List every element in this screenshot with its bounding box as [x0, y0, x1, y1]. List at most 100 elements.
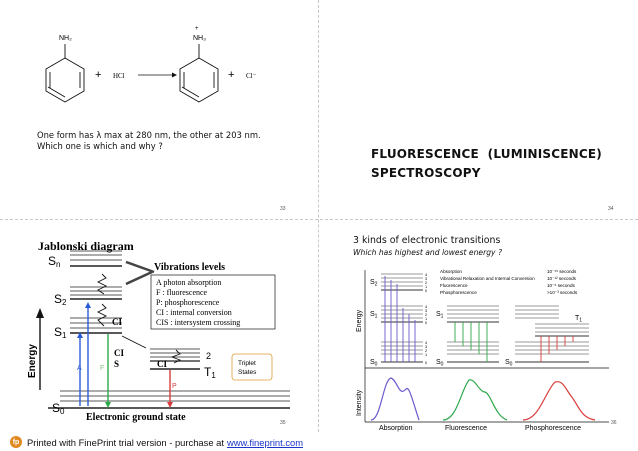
legend-item: CI : internal conversion	[156, 308, 232, 317]
page-number: 35	[280, 420, 286, 426]
fluorescence-arrow	[105, 334, 111, 408]
energy-axis-label: Energy	[27, 344, 38, 378]
slide-34: FLUORESCENCE (LUMINISCENCE) SPECTROSCOPY…	[319, 0, 638, 219]
svg-text:>10⁻³ seconds: >10⁻³ seconds	[547, 290, 578, 295]
singlet-levels	[48, 250, 290, 409]
ci-label-3: CI	[157, 359, 167, 369]
fineprint-link[interactable]: www.fineprint.com	[226, 436, 304, 448]
absorption-arrows	[77, 302, 91, 406]
caption-phosphorescence: Phosphorescence	[525, 425, 581, 432]
caption-absorption: Absorption	[379, 425, 413, 432]
svg-text:10⁻¹² seconds: 10⁻¹² seconds	[547, 276, 577, 281]
s1-label: S1	[54, 325, 67, 340]
phosphorescence-label: P	[172, 383, 177, 390]
phosphorescence-arrow	[167, 370, 173, 408]
title-line-2: SPECTROSCOPY	[371, 166, 481, 180]
t1-label: T1	[575, 315, 582, 324]
title-line-1: FLUORESCENCE (LUMINISCENCE)	[371, 147, 602, 161]
reaction-scheme: NH₂ + HCl + NH₃ + Cl⁻	[45, 26, 257, 103]
triplet-line-2: States	[238, 369, 257, 376]
amine-label: NH₂	[59, 35, 72, 42]
question-text: One form has λ max at 280 nm, the other …	[37, 130, 261, 152]
s0-label-2: S0	[436, 359, 444, 368]
heading-line: 3 kinds of electronic transitions	[353, 235, 501, 246]
energy-axis	[36, 308, 44, 390]
charge-sign: +	[195, 26, 199, 32]
ic-squiggle-1	[96, 273, 108, 295]
legend-item: P: phosphorescence	[156, 298, 220, 307]
svg-text:3: 3	[425, 309, 427, 313]
absorption-panel-levels	[381, 273, 423, 363]
fineprint-footer: fp Printed with FinePrint trial version …	[0, 433, 638, 451]
svg-text:4: 4	[425, 273, 427, 277]
subheading-line: Which has highest and lowest energy ?	[353, 248, 502, 257]
t2-label: 2	[206, 351, 211, 361]
phosphorescence-panel-levels	[515, 305, 589, 363]
diagram-title: Jablonski diagram	[38, 239, 134, 253]
absorption-label: A	[77, 365, 82, 372]
fluorescence-band	[442, 379, 508, 421]
fluorescence-label: F	[100, 365, 104, 372]
svg-text:2: 2	[425, 281, 427, 285]
absorption-arrows	[384, 276, 416, 362]
triplet-line-1: Triplet	[238, 360, 256, 367]
s2-label: S2	[54, 292, 67, 307]
triplet-callout	[231, 353, 273, 381]
footer-text: Printed with FinePrint trial version - p…	[27, 436, 224, 448]
fluorescence-panel-levels	[447, 305, 499, 363]
page-number: 34	[608, 206, 614, 212]
svg-text:3: 3	[425, 277, 427, 281]
anilinium-structure	[179, 44, 219, 103]
ci-label-1: CI	[112, 317, 122, 327]
sn-label: Sn	[48, 254, 60, 269]
svg-text:4: 4	[425, 341, 427, 345]
energy-axis-label: Energy	[356, 309, 363, 332]
svg-text:10⁻¹⁵ seconds: 10⁻¹⁵ seconds	[547, 269, 577, 274]
s1-label-2: S1	[436, 311, 444, 320]
phosphorescence-arrows	[540, 336, 574, 362]
svg-text:Vibrational Relaxation and Int: Vibrational Relaxation and Internal Conv…	[440, 276, 535, 281]
plus-sign: +	[95, 69, 101, 81]
svg-text:0: 0	[425, 289, 427, 293]
question-line-2: Which one is which and why ?	[37, 141, 163, 151]
fluorescence-arrows	[454, 322, 488, 362]
svg-text:Fluorescence: Fluorescence	[440, 283, 468, 288]
slide-36: 3 kinds of electronic transitions Which …	[319, 220, 638, 432]
absorption-band	[370, 377, 420, 421]
plus-sign-2: +	[228, 69, 234, 81]
page-number: 33	[280, 206, 286, 212]
intensity-axis-label: Intensity	[356, 389, 363, 416]
vibrations-label: Vibrations levels	[154, 262, 225, 273]
reaction-arrow	[138, 72, 177, 78]
legend-item: CIS : intersystem crossing	[156, 318, 240, 327]
figure-axes	[364, 270, 609, 423]
svg-text:1: 1	[425, 317, 427, 321]
svg-text:10⁻⁶ seconds: 10⁻⁶ seconds	[547, 283, 576, 288]
page-divider-horizontal	[0, 219, 638, 220]
svg-text:Absorption: Absorption	[440, 269, 462, 274]
ci-label-2: CI	[114, 348, 124, 358]
counter-ion-label: Cl⁻	[246, 72, 257, 80]
legend-item: A photon absorption	[156, 278, 221, 287]
s2-label: S2	[370, 279, 378, 288]
triplet-levels	[150, 348, 200, 370]
ic-squiggle-2	[96, 303, 108, 327]
cis-s-label: S	[114, 359, 119, 369]
phosphorescence-band	[522, 381, 596, 421]
t1-label: T1	[204, 365, 216, 380]
svg-text:3: 3	[425, 345, 427, 349]
question-line-1: One form has λ max at 280 nm, the other …	[37, 130, 261, 140]
jablonski-diagram: Jablonski diagram Vibrations levels	[27, 239, 290, 423]
reagent-label: HCl	[113, 72, 125, 80]
slide-33: NH₂ + HCl + NH₃ + Cl⁻ One form has λ max…	[0, 0, 318, 219]
slide-title: FLUORESCENCE (LUMINISCENCE) SPECTROSCOPY	[371, 145, 602, 183]
legend-item: F : fluorescence	[156, 288, 208, 297]
svg-text:1: 1	[425, 353, 427, 357]
s0-label-3: S0	[505, 359, 513, 368]
ground-state-label: Electronic ground state	[86, 412, 186, 423]
svg-text:0: 0	[425, 321, 427, 325]
svg-text:1: 1	[425, 285, 427, 289]
svg-text:Phosphorescence: Phosphorescence	[440, 290, 477, 295]
svg-text:4: 4	[425, 305, 427, 309]
